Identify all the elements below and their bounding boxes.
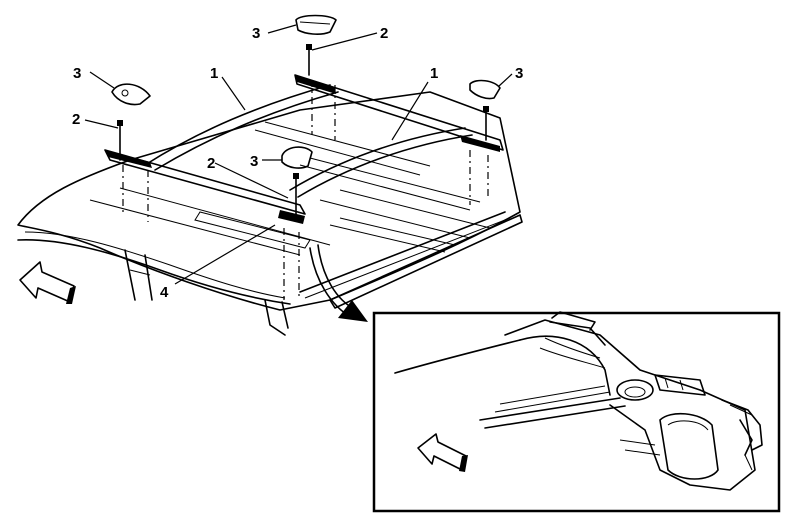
- side-rail-right: [294, 74, 504, 152]
- callout-2-left: 2: [72, 111, 80, 128]
- callout-3-right: 3: [515, 65, 523, 82]
- detail-pointer-arrow: [309, 244, 368, 322]
- callout-3-center: 3: [250, 153, 258, 170]
- bolt-center: [293, 173, 299, 219]
- side-rail-left: [104, 149, 306, 224]
- front-arrow-icon: [19, 261, 76, 304]
- leader-lines: [84, 24, 513, 285]
- bolt-top: [306, 44, 312, 76]
- crossbar-rear: [289, 127, 473, 198]
- bolt-left: [117, 120, 123, 161]
- callout-2-center: 2: [207, 155, 215, 172]
- callout-2-top: 2: [380, 25, 388, 42]
- cover-right: [469, 79, 501, 100]
- cover-center: [281, 146, 313, 169]
- detail-view: [372, 311, 781, 513]
- callout-labels: 3 2 3 3 1 1 2 2 3 4: [72, 25, 523, 301]
- roof-panel: [17, 91, 523, 336]
- crossbar-front: [144, 84, 339, 171]
- cover-left: [111, 83, 151, 106]
- callout-3-top: 3: [252, 25, 260, 42]
- callout-1-rear: 1: [430, 65, 438, 82]
- callout-1-front: 1: [210, 65, 218, 82]
- callout-3-left: 3: [73, 65, 81, 82]
- assembly-lines: [122, 80, 489, 300]
- detail-front-arrow-icon: [417, 433, 468, 472]
- bolt-right: [483, 106, 489, 141]
- callout-4: 4: [160, 284, 169, 301]
- cover-top: [295, 14, 337, 35]
